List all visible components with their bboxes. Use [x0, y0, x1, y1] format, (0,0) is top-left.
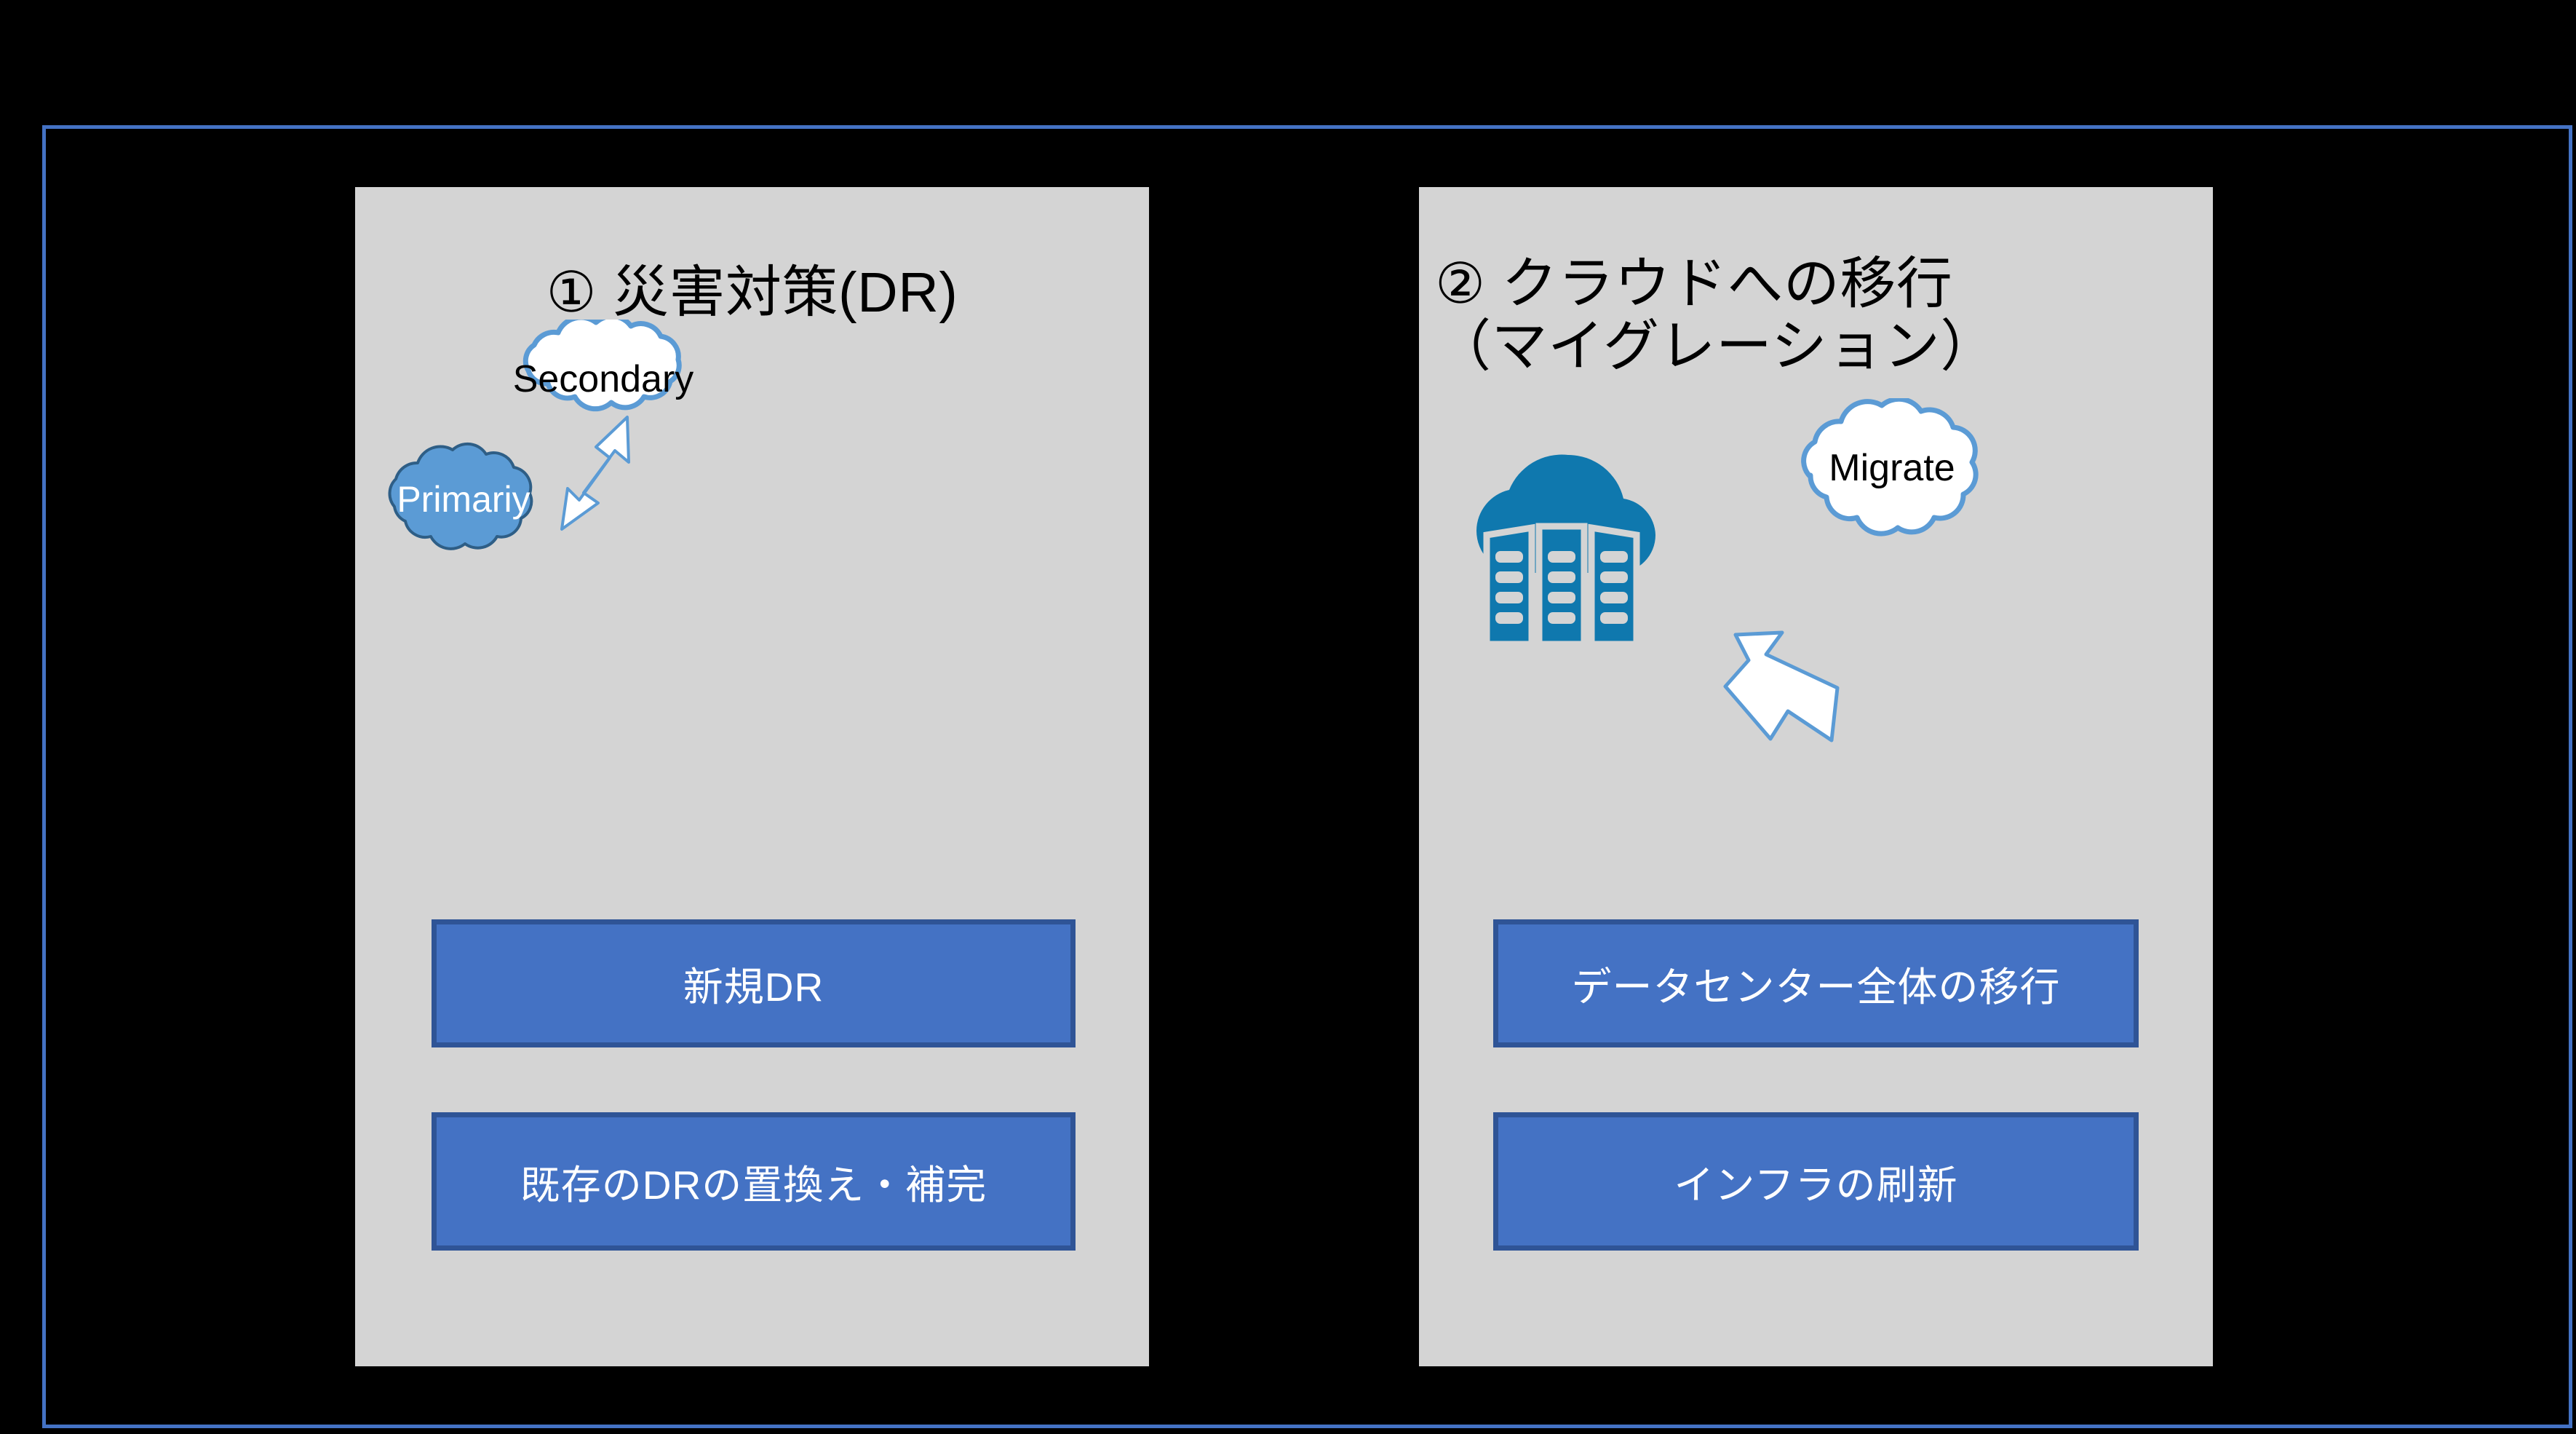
dr-button-replace-supplement-label: 既存のDRの置換え・補完	[520, 1162, 987, 1208]
migrate-button-infra-renewal-label: インフラの刷新	[1674, 1162, 1958, 1208]
datacenter-cloud-icon	[1459, 442, 1677, 653]
panel-disaster-recovery: ① 災害対策(DR) Secondary Primariy 新規DR 既存のDR…	[355, 187, 1149, 1366]
panel-cloud-migration: ② クラウドへの移行 （マイグレーション）	[1419, 187, 2213, 1366]
panel-migrate-title: ② クラウドへの移行 （マイグレーション）	[1435, 253, 1997, 379]
dr-button-new[interactable]: 新規DR	[432, 919, 1076, 1047]
slide-border-frame-right-edge	[2569, 125, 2572, 1428]
dr-button-new-label: 新規DR	[683, 964, 824, 1010]
migrate-arrow-icon	[1721, 624, 1852, 748]
migrate-button-full-datacenter-label: データセンター全体の移行	[1571, 964, 2061, 1010]
migrate-button-full-datacenter[interactable]: データセンター全体の移行	[1493, 919, 2139, 1047]
cloud-migrate	[1783, 398, 2001, 544]
panel-dr-title: ① 災害対策(DR)	[546, 261, 958, 324]
migrate-button-infra-renewal[interactable]: インフラの刷新	[1493, 1112, 2139, 1251]
cloud-secondary	[498, 320, 709, 414]
cloud-primary	[370, 440, 557, 556]
double-headed-arrow-icon	[557, 413, 645, 544]
slide-border-frame	[42, 125, 2572, 1428]
dr-button-replace-supplement[interactable]: 既存のDRの置換え・補完	[432, 1112, 1076, 1251]
